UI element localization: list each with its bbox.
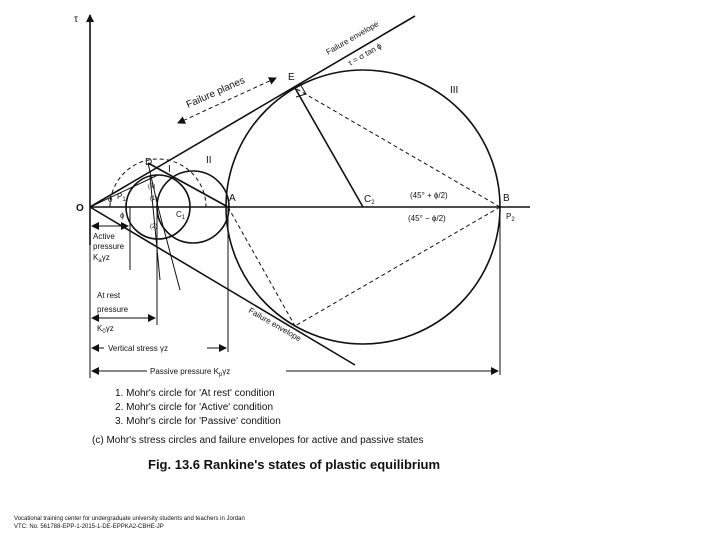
failure-plane-b-lower — [294, 206, 501, 327]
at-rest-pressure-label-1: At rest — [97, 291, 121, 300]
circle-ii-label: II — [206, 155, 212, 166]
pole-line-diagonal — [149, 175, 161, 281]
figure-title: Fig. 13.6 Rankine's states of plastic eq… — [148, 457, 440, 472]
failure-plane-d-a — [147, 162, 229, 208]
radius-c1-d — [147, 162, 159, 208]
marker-2-label: (2) — [150, 224, 157, 230]
pole-line-upper — [89, 174, 159, 208]
circle-iii-label: III — [450, 85, 458, 96]
point-b-label: B — [503, 193, 510, 204]
at-rest-pressure-label-3: K0γz — [97, 324, 114, 335]
point-p1-label: P1 — [117, 192, 126, 203]
footer-line-1: Vocational training center for undergrad… — [14, 516, 245, 522]
phi-upper-label: ϕ — [108, 195, 113, 204]
marker-1-label: (1) — [150, 196, 157, 202]
angle-lower-label: (45° − ϕ/2) — [408, 214, 446, 223]
phi-lower-label: ϕ — [120, 211, 125, 220]
point-d-label: D — [145, 157, 152, 168]
tau-axis-label: τ — [74, 14, 78, 25]
angle-upper-label: (45° + ϕ/2) — [410, 191, 448, 200]
mohr-circle-active-inner — [109, 158, 207, 208]
footer-line-2: VTC: No. 561788-EPP-1-2015-1-DE-EPPKA2-C… — [14, 524, 164, 530]
pole-line-lower — [157, 206, 181, 291]
point-e-label: E — [288, 72, 295, 83]
point-c1-label: C1 — [176, 210, 186, 221]
point-a-label: A — [229, 193, 236, 204]
figure-subtitle: (c) Mohr's stress circles and failure en… — [92, 435, 424, 446]
failure-planes-arrow — [177, 77, 277, 124]
legend-item-3: 3. Mohr's circle for 'Passive' condition — [115, 416, 281, 427]
legend-item-2: 2. Mohr's circle for 'Active' condition — [115, 402, 273, 413]
radius-c2-e — [294, 87, 364, 208]
active-pressure-label-3: Kaγz — [93, 253, 110, 264]
failure-plane-b-e — [294, 87, 501, 208]
right-angle-mark-e — [295, 83, 307, 98]
upper-failure-envelope — [89, 15, 416, 208]
vertical-stress-label: Vertical stress γz — [108, 344, 168, 353]
circle-i-label: I — [168, 164, 171, 175]
marker-3-label: (3) — [148, 184, 155, 190]
legend-item-1: 1. Mohr's circle for 'At rest' condition — [115, 388, 275, 399]
at-rest-pressure-label-2: pressure — [97, 305, 129, 314]
active-pressure-label-2: pressure — [93, 242, 125, 251]
point-c2-label: C2 — [364, 194, 375, 206]
lower-failure-envelope — [89, 206, 356, 366]
active-pressure-label-1: Active — [93, 232, 115, 241]
failure-plane-p2-lower — [227, 206, 296, 327]
passive-pressure-label: Passive pressure Kpγz — [150, 367, 230, 378]
origin-label: O — [76, 203, 84, 214]
point-p2-label: P2 — [506, 212, 515, 223]
